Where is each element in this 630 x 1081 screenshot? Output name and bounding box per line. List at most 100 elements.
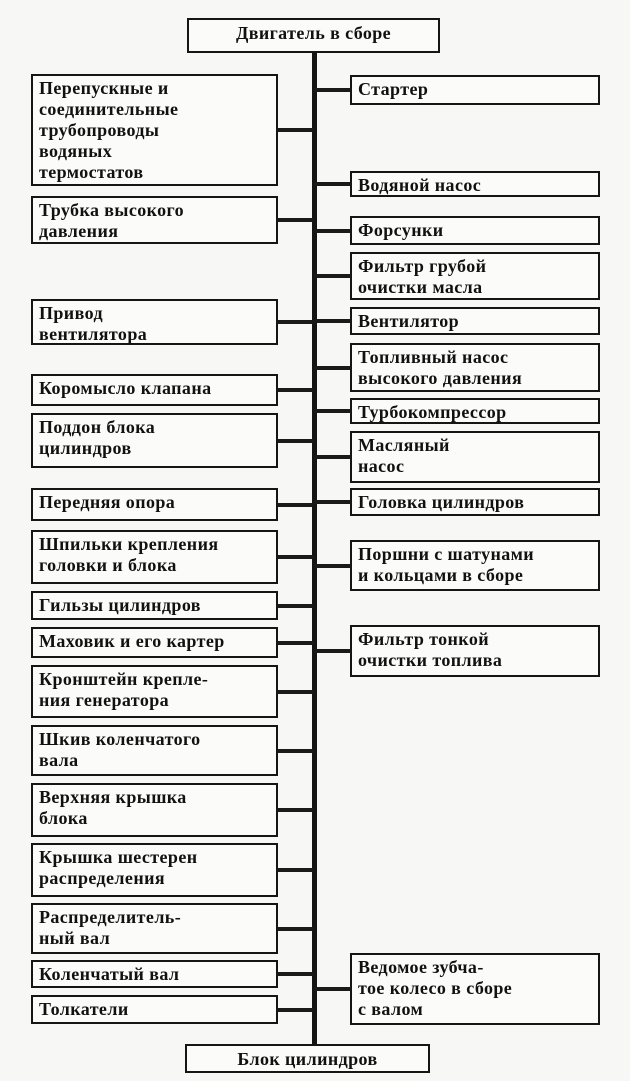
connector-line [314, 88, 351, 92]
connector-line [277, 388, 314, 392]
box-label-line: цилиндров [39, 438, 132, 458]
box-label-line: очистки топлива [358, 650, 503, 670]
box-label-line: Форсунки [358, 220, 444, 240]
box-label-line: Коленчатый вал [39, 964, 180, 984]
box-label-line: Головка цилиндров [358, 492, 525, 512]
left-component-box: Толкатели [31, 995, 278, 1024]
box-label-line: Топливный насос [358, 347, 509, 367]
connector-line [277, 503, 314, 507]
box-label-line: и кольцами в сборе [358, 565, 524, 585]
connector-line [314, 182, 351, 186]
connector-line [277, 690, 314, 694]
box-label-line: головки и блока [39, 555, 177, 575]
box-label-line: Верхняя крышка [39, 787, 187, 807]
connector-line [314, 649, 351, 653]
left-component-box: Распределитель-ный вал [31, 903, 278, 954]
box-label-line: Кронштейн крепле- [39, 669, 209, 689]
connector-line [277, 868, 314, 872]
connector-line [314, 274, 351, 278]
left-component-box: Коромысло клапана [31, 374, 278, 406]
connector-line [314, 987, 351, 991]
connector-line [277, 320, 314, 324]
box-label-line: блока [39, 808, 88, 828]
box-label-line: насос [358, 456, 405, 476]
box-label-line: Ведомое зубча- [358, 957, 484, 977]
box-label-line: Фильтр тонкой [358, 629, 490, 649]
box-label-line: водяных [39, 141, 113, 161]
box-label-line: Привод [39, 303, 103, 323]
box-label-line: Поршни с шатунами [358, 544, 535, 564]
connector-line [314, 500, 351, 504]
box-label-line: Гильзы цилиндров [39, 595, 201, 615]
box-label-line: Трубка высокого [39, 200, 185, 220]
left-component-box: Кронштейн крепле-ния генератора [31, 665, 278, 718]
connector-line [277, 927, 314, 931]
root-node-box: Двигатель в сборе [187, 18, 440, 53]
box-label-line: распределения [39, 868, 165, 888]
box-label-line: Масляный [358, 435, 450, 455]
connector-line [277, 641, 314, 645]
box-label-line: Водяной насос [358, 175, 482, 195]
left-component-box: Передняя опора [31, 488, 278, 521]
box-label-line: Фильтр грубой [358, 256, 487, 276]
connector-line [277, 218, 314, 222]
connector-line [277, 972, 314, 976]
connector-line [277, 749, 314, 753]
box-label-line: Распределитель- [39, 907, 182, 927]
connector-line [314, 319, 351, 323]
box-label-line: давления [39, 221, 119, 241]
box-label-line: с валом [358, 999, 424, 1019]
connector-line [277, 604, 314, 608]
box-label-line: Передняя опора [39, 492, 176, 512]
connector-line [314, 455, 351, 459]
box-label-line: Шкив коленчатого [39, 729, 201, 749]
right-component-box: Головка цилиндров [350, 488, 600, 516]
box-label-line: тое колесо в сборе [358, 978, 513, 998]
connector-line [314, 564, 351, 568]
left-component-box: Коленчатый вал [31, 960, 278, 988]
connector-line [277, 128, 314, 132]
box-label-line: Стартер [358, 79, 429, 99]
left-component-box: Гильзы цилиндров [31, 591, 278, 620]
box-label-line: Шпильки крепления [39, 534, 219, 554]
connector-line [314, 366, 351, 370]
connector-line [277, 555, 314, 559]
base-node-box: Блок цилиндров [185, 1044, 430, 1073]
box-label-line: Вентилятор [358, 311, 460, 331]
main-spine-line [312, 53, 317, 1045]
box-label-line: соединительные [39, 99, 179, 119]
box-label-line: вентилятора [39, 324, 148, 344]
left-component-box: Маховик и его картер [31, 627, 278, 658]
box-label-line: Перепускные и [39, 78, 169, 98]
box-label-line: очистки масла [358, 277, 483, 297]
connector-line [277, 439, 314, 443]
box-label-line: Коромысло клапана [39, 378, 212, 398]
box-label-line: термостатов [39, 162, 144, 182]
box-label-line: Толкатели [39, 999, 129, 1019]
box-label-line: Поддон блока [39, 417, 156, 437]
box-label-line: ный вал [39, 928, 111, 948]
right-component-box: Вентилятор [350, 307, 600, 335]
box-label-line: вала [39, 750, 79, 770]
connector-line [277, 808, 314, 812]
box-label-line: Блок цилиндров [237, 1049, 378, 1069]
right-component-box: Турбокомпрессор [350, 398, 600, 424]
box-label-line: Турбокомпрессор [358, 402, 507, 422]
right-component-box: Водяной насос [350, 171, 600, 197]
connector-line [277, 1008, 314, 1012]
connector-line [314, 229, 351, 233]
box-label-line: высокого давления [358, 368, 523, 388]
box-label-line: трубопроводы [39, 120, 160, 140]
right-component-box: Форсунки [350, 216, 600, 245]
box-label-line: Двигатель в сборе [235, 23, 392, 43]
box-label-line: ния генератора [39, 690, 170, 710]
